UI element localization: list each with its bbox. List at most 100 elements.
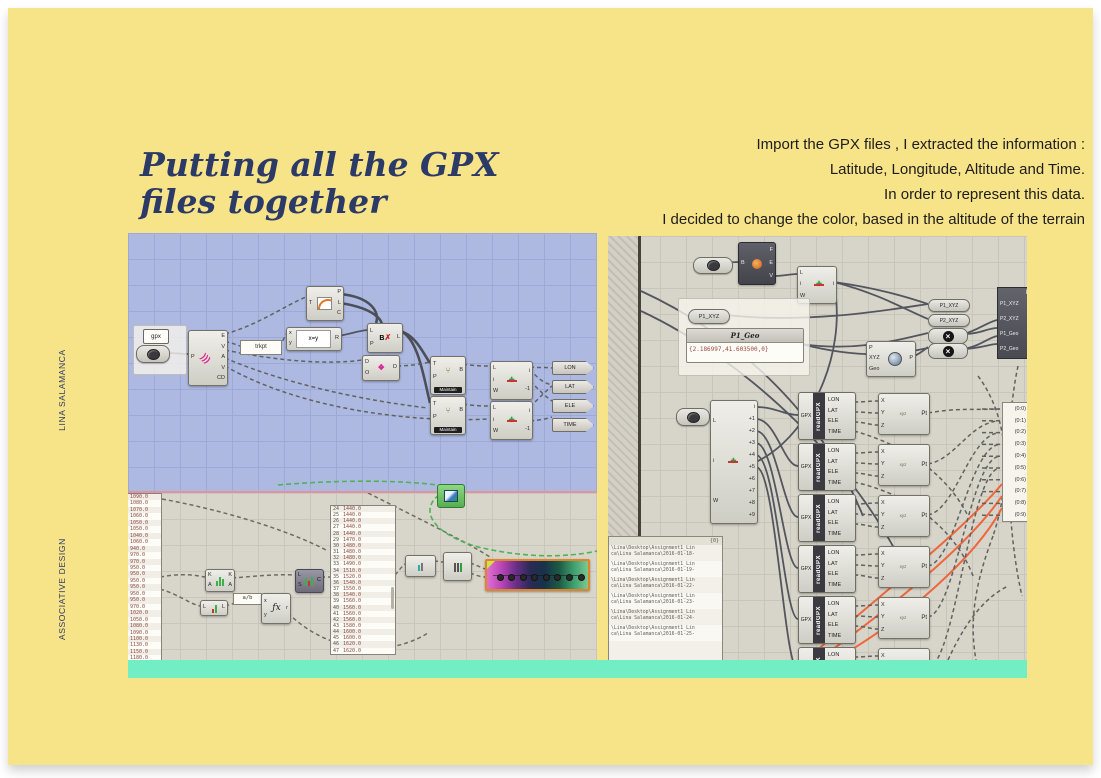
p2xyz-capsule[interactable]: P2_XYZ <box>928 314 970 327</box>
port-out: LON <box>828 448 840 455</box>
port-in: L <box>203 604 207 611</box>
geometry-param-capsule[interactable] <box>693 257 733 274</box>
port-out: V <box>221 364 225 371</box>
port-in: i <box>800 281 802 288</box>
scrollbar-thumb[interactable] <box>391 587 394 610</box>
file-path-entry: \Lina\Desktop\Assignment1_Lin ca\Lina Sa… <box>609 625 722 641</box>
panel-row: P1_XYZ <box>1000 300 1019 307</box>
port-in: W <box>713 498 719 505</box>
port-in: P <box>191 354 195 361</box>
readgpx-label-bar: readGPX <box>813 597 825 643</box>
port-out: +3 <box>748 440 755 447</box>
readgpx-label-bar: readGPX <box>813 393 825 439</box>
preview-settings-component[interactable] <box>405 555 436 577</box>
file-path-panel[interactable]: {0} \Lina\Desktop\Assignment1_Lin ca\Lin… <box>608 536 723 660</box>
port-out: CD <box>217 375 225 381</box>
slide-page: Putting all the GPX files together Impor… <box>8 8 1093 765</box>
gradient-control-component[interactable] <box>443 552 472 581</box>
list-item-component-1[interactable]: LiW + i-1 <box>490 361 533 400</box>
p1xyz-capsule[interactable]: P1_XYZ <box>928 299 970 312</box>
branch-index-row: (0:4) <box>1014 453 1026 460</box>
value-row: 950.0 <box>128 571 161 578</box>
port-in: L <box>713 418 717 425</box>
port-out: TIME <box>828 581 842 588</box>
port-out: Pt <box>921 462 927 468</box>
value-row: 1090.0 <box>128 494 161 501</box>
dispatch-icon: ❖ <box>377 363 385 372</box>
value-row: 950.0 <box>128 597 161 604</box>
minus-bar-icon <box>506 379 517 382</box>
port-out: +5 <box>748 464 755 471</box>
trkpt-panel[interactable]: trkpt <box>240 340 282 355</box>
p1geo-panel[interactable]: P1_Geo {2.186997,41.603500,0} <box>686 328 804 363</box>
port-out: +4 <box>748 452 755 459</box>
list-param[interactable]: L L <box>200 600 228 616</box>
output-param[interactable]: LAT <box>552 380 594 394</box>
geometry-blob-icon <box>706 260 720 271</box>
branch-index-row: (0:2) <box>1014 429 1026 436</box>
gradient-handle-icon[interactable] <box>487 561 495 569</box>
value-row: 1100.0 <box>128 635 161 643</box>
branch-index-row: (0:6) <box>1014 476 1026 483</box>
file-path-entry: \Lina\Desktop\Assignment1_Lin ca\Lina Sa… <box>609 561 722 577</box>
port-in-gpx: GPX <box>800 413 812 419</box>
list-item-component-2[interactable]: LiW + i-1 <box>490 401 533 440</box>
port-in: Y <box>881 461 885 468</box>
list-item-top-component[interactable]: LiW + i <box>797 266 837 304</box>
value-row: 950.0 <box>130 577 146 584</box>
port-in: T <box>433 400 437 407</box>
gradient-bar[interactable] <box>485 559 590 591</box>
output-param[interactable]: ELE <box>552 399 594 413</box>
output-param[interactable]: TIME <box>552 418 594 432</box>
close-icon: × <box>942 330 954 342</box>
disable-button-1[interactable]: × <box>928 328 968 344</box>
signal-icon: ))) <box>199 350 213 365</box>
output-param[interactable]: LON <box>552 361 594 375</box>
expression-panel[interactable]: a/b <box>233 593 262 605</box>
gpx-files-capsule[interactable] <box>676 408 710 426</box>
disable-button-2[interactable]: × <box>928 343 968 359</box>
port-in: D <box>365 358 369 365</box>
gradient-stops[interactable] <box>493 573 585 581</box>
branch-index-panel[interactable]: (0:0)(0:1)(0:2)(0:3)(0:4)(0:5)(0:6)(0:7)… <box>1002 402 1027 522</box>
port-in: i <box>493 416 495 423</box>
construct-point-component[interactable]: XYZ xyz Pt <box>878 648 930 660</box>
big-list-item-component[interactable]: LiW + i+1+2+3+4+5+6+7+8+9 <box>710 400 758 524</box>
port-in: Z <box>881 575 885 582</box>
gpx-file-param[interactable] <box>136 345 170 363</box>
p1xyz-capsule-left[interactable]: P1_XYZ <box>688 309 730 324</box>
custom-preview-component[interactable] <box>437 484 465 508</box>
port-in: K <box>208 572 212 578</box>
port-out: +7 <box>748 488 755 495</box>
intro-line: In order to represent this data. <box>884 186 1085 203</box>
